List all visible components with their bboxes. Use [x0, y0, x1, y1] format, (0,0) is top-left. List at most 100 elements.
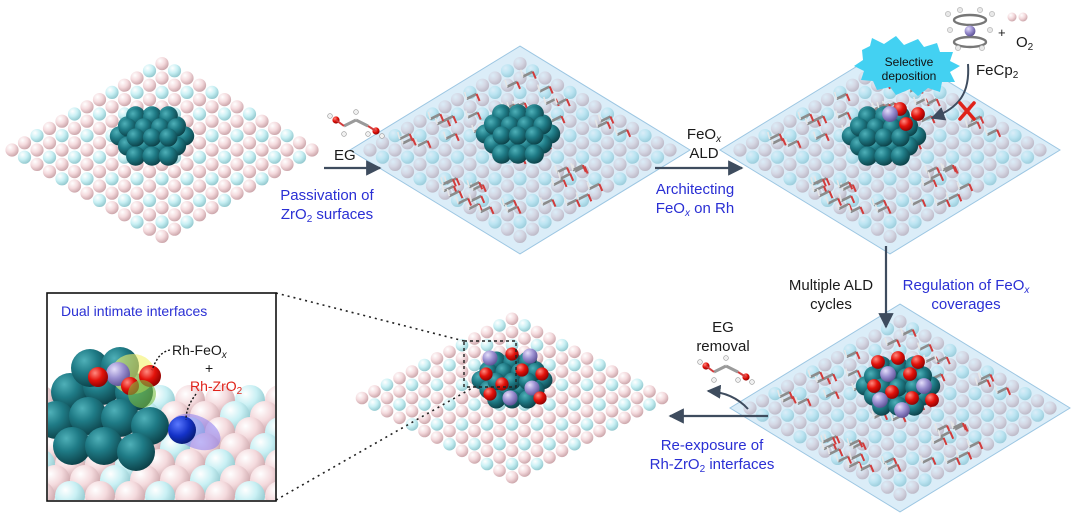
surface-o-atom [983, 157, 997, 171]
zr-atom [638, 129, 652, 143]
surface-o-atom [115, 481, 145, 500]
zr-atom [468, 358, 481, 372]
surface-o-atom [618, 385, 631, 398]
zr-atom [883, 215, 897, 229]
surface-o-atom [805, 437, 820, 451]
surface-o-atom [625, 165, 640, 179]
zr-atom [488, 215, 502, 229]
surface-o-atom [242, 136, 257, 150]
o2-molecule-icon [1007, 12, 1028, 22]
surface-o-atom [500, 208, 515, 222]
surface-o-atom [205, 157, 219, 171]
surface-o-atom [480, 444, 494, 458]
surface-o-atom [1018, 415, 1032, 429]
surface-o-atom [920, 208, 935, 222]
surface-o-atom [393, 371, 406, 385]
surface-o-atom [493, 411, 506, 425]
surface-o-atom [192, 121, 207, 135]
zr-atom [67, 107, 82, 121]
eg-adsorbate [539, 197, 557, 208]
rh-feox-interface-highlight [128, 380, 156, 408]
surface-o-atom [230, 143, 244, 157]
surface-o-atom [167, 222, 182, 236]
surface-o-atom [568, 345, 581, 359]
inset-plus: + [205, 360, 214, 376]
surface-o-atom [463, 157, 477, 171]
zr-atom [505, 418, 519, 431]
surface-o-atom [105, 114, 119, 128]
zr-atom [793, 430, 807, 444]
zr-atom [217, 150, 232, 164]
surface-o-atom [480, 325, 494, 339]
surface-o-atom [167, 93, 182, 107]
ferrocene-molecule-icon [945, 7, 995, 51]
surface-o-atom [525, 93, 540, 107]
ethylene-glycol-molecule-icon [327, 109, 385, 139]
zr-atom [538, 215, 552, 229]
surface-o-atom [993, 415, 1007, 429]
surface-o-atom [905, 336, 920, 350]
surface-o-atom [563, 143, 577, 157]
surface-o-atom [205, 201, 219, 215]
surface-o-atom [980, 379, 995, 393]
eg-adsorbate [784, 138, 802, 149]
eg-adsorbate [440, 177, 457, 187]
zr-atom [858, 172, 872, 186]
zr-atom [563, 85, 577, 99]
ethylene-glycol-molecule-icon [697, 355, 755, 385]
surface-o-atom [80, 186, 94, 200]
surface-o-atom [818, 358, 832, 372]
surface-o-atom [55, 143, 69, 157]
o-atom [515, 363, 529, 377]
surface-o-atom [845, 93, 860, 107]
surface-o-atom [833, 143, 847, 157]
surface-o-atom [555, 352, 569, 365]
surface-o-atom [475, 165, 490, 179]
surface-o-atom [625, 121, 640, 135]
eg-adsorbate [597, 114, 615, 124]
zr-atom [480, 338, 494, 352]
zr-atom [905, 451, 920, 465]
eg-removal-line2: removal [696, 338, 750, 355]
eg-adsorbate [570, 162, 587, 173]
zr-atom [92, 150, 107, 164]
surface-o-atom [968, 415, 982, 429]
surface-o-atom [468, 332, 481, 345]
eg-adsorbate [564, 197, 581, 208]
surface-o-atom [67, 121, 82, 135]
zr-atom [230, 172, 244, 186]
surface-o-atom [280, 143, 294, 157]
o2-label: O2 [1016, 34, 1034, 53]
eg-adsorbate [927, 171, 945, 182]
surface-o-atom [55, 481, 85, 500]
eg-adsorbate [944, 455, 961, 466]
zr-atom [505, 457, 519, 471]
zr-atom [1005, 408, 1020, 422]
surface-o-atom [605, 365, 619, 378]
surface-o-atom [513, 57, 527, 71]
surface-o-atom [918, 329, 932, 343]
zr-atom [480, 457, 494, 471]
surface-o-atom [955, 351, 970, 365]
surface-o-atom [543, 345, 556, 359]
surface-o-atom [588, 157, 602, 171]
eg-adsorbate [836, 201, 853, 212]
zr-atom [883, 172, 897, 186]
surface-o-atom [550, 78, 565, 92]
surface-o-atom [167, 179, 182, 193]
surface-o-atom [995, 165, 1010, 179]
surface-o-atom [105, 100, 119, 114]
surface-o-atom [883, 186, 897, 200]
surface-o-atom [793, 401, 807, 415]
surface-o-atom [663, 143, 677, 157]
zr-atom [968, 387, 982, 401]
surface-o-atom [870, 165, 885, 179]
zr-atom [793, 387, 807, 401]
blocked-deposition-cross [958, 101, 976, 121]
surface-o-atom [438, 157, 452, 171]
surface-o-atom [580, 365, 594, 378]
eg-adsorbate [847, 204, 865, 215]
zr-atom [292, 150, 307, 164]
surface-o-atom [500, 93, 515, 107]
surface-o-atom [893, 315, 907, 329]
